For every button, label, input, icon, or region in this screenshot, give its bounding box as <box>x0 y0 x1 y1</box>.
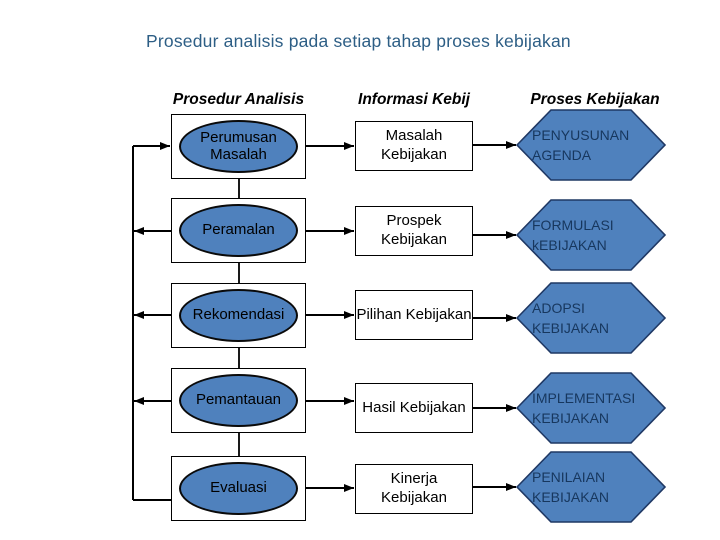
process-hexagon-row5 <box>515 451 667 523</box>
analysis-ellipse-row4: Pemantauan <box>179 374 298 427</box>
analysis-box-row4: Pemantauan <box>171 368 306 433</box>
analysis-label-row4: Pemantauan <box>195 391 282 409</box>
column-header-proses-kebijakan: Proses Kebijakan <box>530 91 660 108</box>
process-hexagon-row2 <box>515 199 667 271</box>
analysis-ellipse-row3: Rekomendasi <box>179 289 298 342</box>
analysis-ellipse-row5: Evaluasi <box>179 462 298 515</box>
analysis-box-row1: Perumusan Masalah <box>171 114 306 179</box>
analysis-box-row5: Evaluasi <box>171 456 306 521</box>
info-box-row1: Masalah Kebijakan <box>355 121 473 171</box>
process-hexagon-row4 <box>515 372 667 444</box>
analysis-box-row3: Rekomendasi <box>171 283 306 348</box>
process-hexagon-row3 <box>515 282 667 354</box>
process-label-row1: PENYUSUNAN AGENDA <box>532 127 630 163</box>
process-label-row4: IMPLEMENTASI KEBIJAKAN <box>532 390 636 426</box>
slide-title: Prosedur analisis pada setiap tahap pros… <box>146 31 571 51</box>
info-box-row3: Pilihan Kebijakan <box>355 290 473 340</box>
analysis-label-row2: Peramalan <box>202 221 275 239</box>
column-header-informasi-kebij: Informasi Kebij <box>358 91 470 108</box>
info-label-row2: Prospek Kebijakan <box>381 212 447 248</box>
column-header-prosedur-analisis: Prosedur Analisis <box>172 91 305 108</box>
process-hexagon-row1 <box>515 109 667 181</box>
process-label-row3: ADOPSI KEBIJAKAN <box>532 300 610 336</box>
process-label-row2: FORMULASI kEBIJAKAN <box>532 217 614 253</box>
info-label-row3: Pilihan Kebijakan <box>356 305 472 323</box>
info-label-row1: Masalah Kebijakan <box>381 127 447 163</box>
analysis-ellipse-row2: Peramalan <box>179 204 298 257</box>
info-label-row4: Hasil Kebijakan <box>362 398 466 416</box>
analysis-label-row1: Perumusan Masalah <box>200 128 277 163</box>
analysis-ellipse-row1: Perumusan Masalah <box>179 120 298 173</box>
analysis-box-row2: Peramalan <box>171 198 306 263</box>
info-box-row2: Prospek Kebijakan <box>355 206 473 256</box>
info-box-row4: Hasil Kebijakan <box>355 383 473 433</box>
process-label-row5: PENILAIAN KEBIJAKAN <box>532 469 610 505</box>
info-box-row5: Kinerja Kebijakan <box>355 464 473 514</box>
analysis-label-row5: Evaluasi <box>210 479 267 497</box>
info-label-row5: Kinerja Kebijakan <box>381 470 447 506</box>
analysis-label-row3: Rekomendasi <box>192 306 285 324</box>
